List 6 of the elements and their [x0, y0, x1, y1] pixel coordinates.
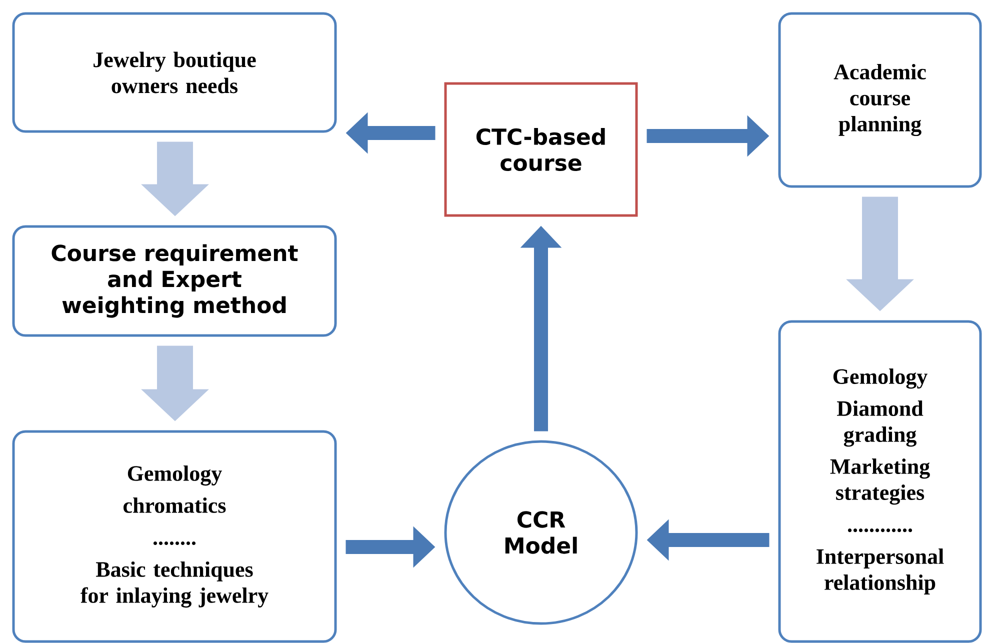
process-box: Gemology chromatics ........ Basic techniques for inlaying jewelry	[12, 430, 337, 643]
process-box: CTC-based course	[444, 82, 638, 217]
process-box: Course requirement and Expert weighting method	[12, 225, 337, 337]
process-box: Jewelry boutique owners needs	[12, 12, 337, 133]
process-box: Academic course planning	[778, 12, 982, 188]
process-box: Gemology Diamond grading Marketing strategies ............ Interpersonal relationship	[778, 320, 982, 643]
